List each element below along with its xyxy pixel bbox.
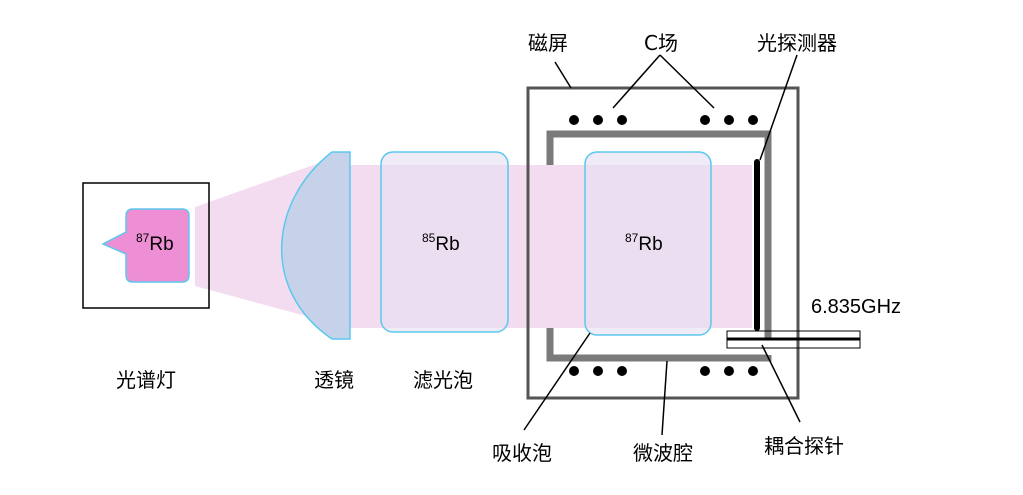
label-lens: 透镜 <box>314 368 354 392</box>
c-field-coils <box>569 115 758 376</box>
coil-dot <box>748 366 758 376</box>
coil-dot <box>617 366 627 376</box>
filter-isotope: 85Rb <box>422 231 460 255</box>
leader-cfield-left <box>612 54 661 109</box>
absorption-isotope: 87Rb <box>625 231 663 255</box>
label-filter-cell: 滤光泡 <box>413 368 473 392</box>
leader-lines <box>523 54 801 436</box>
magnetic-shield <box>526 86 800 400</box>
label-c-field: C场 <box>644 31 678 55</box>
lamp-isotope: 87Rb <box>136 231 174 255</box>
coil-dot <box>593 115 603 125</box>
leader-cavity <box>661 360 668 436</box>
lens <box>280 151 351 340</box>
lamp-housing <box>82 182 210 309</box>
coil-dot <box>569 366 579 376</box>
leader-probe <box>761 344 801 423</box>
absorption-cell <box>584 151 712 336</box>
coil-dot <box>593 366 603 376</box>
leader-photodetector <box>759 54 798 161</box>
leader-absorption <box>523 332 591 431</box>
label-photodetector: 光探测器 <box>757 31 837 55</box>
label-magnetic-shield: 磁屏 <box>528 31 568 55</box>
coil-dot <box>700 366 710 376</box>
label-microwave-cavity: 微波腔 <box>633 441 693 465</box>
lamp-bulb <box>101 208 190 283</box>
label-lamp: 光谱灯 <box>116 368 176 392</box>
leader-shield <box>554 61 572 89</box>
label-absorption-cell: 吸收泡 <box>492 441 552 465</box>
label-frequency: 6.835GHz <box>811 296 901 318</box>
filter-cell <box>380 151 509 333</box>
label-coupling-probe: 耦合探针 <box>764 434 844 458</box>
leader-cfield-right <box>659 54 715 109</box>
coil-dot <box>569 115 579 125</box>
coil-dot <box>700 115 710 125</box>
coil-dot <box>724 115 734 125</box>
coil-dot <box>724 366 734 376</box>
coil-dot <box>617 115 627 125</box>
coil-dot <box>748 115 758 125</box>
